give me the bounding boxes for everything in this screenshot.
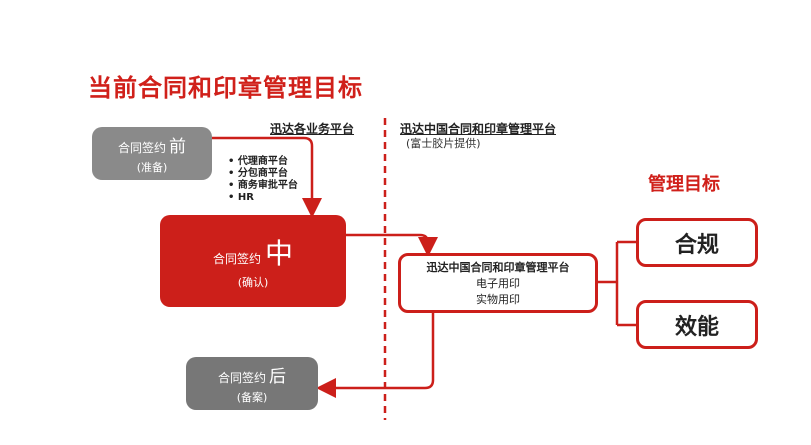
- goal-efficiency-box: 效能: [636, 300, 758, 349]
- stage-name: 前: [169, 137, 186, 157]
- stage-name: 后: [269, 367, 286, 387]
- page-title: 当前合同和印章管理目标: [88, 74, 363, 102]
- list-item: • 分包商平台: [228, 168, 288, 179]
- goal-compliance-box: 合规: [636, 218, 758, 267]
- goal-label: 效能: [674, 314, 719, 340]
- stage-note: (确认): [237, 276, 269, 289]
- stage-note: (准备): [136, 161, 168, 174]
- stage-after-box: 合同签约后 (备案): [186, 357, 318, 410]
- list-item: • 商务审批平台: [228, 180, 298, 191]
- stage-during-box: 合同签约中 (确认): [160, 215, 346, 307]
- left-header: 迅达各业务平台: [270, 122, 355, 136]
- stage-note: (备案): [236, 391, 268, 404]
- goal-label: 合规: [674, 232, 719, 258]
- arrow-platform-to-after: [316, 312, 435, 398]
- stage-name: 中: [265, 237, 294, 270]
- platform-box-title: 迅达中国合同和印章管理平台: [426, 261, 570, 274]
- stage-label: 合同签约: [212, 252, 261, 266]
- right-header-note: (富士胶片提供): [406, 137, 481, 150]
- stage-label: 合同签约: [217, 371, 266, 385]
- right-header: 迅达中国合同和印章管理平台: [400, 122, 557, 136]
- arrow-before-to-during: [212, 136, 322, 218]
- bracket-to-goals: [598, 240, 636, 327]
- goals-title: 管理目标: [648, 174, 720, 195]
- platform-box-line: 电子用印: [476, 277, 520, 290]
- platform-box-line: 实物用印: [476, 293, 520, 306]
- platform-list: • 代理商平台 • 分包商平台 • 商务审批平台 • HR: [228, 156, 298, 204]
- list-item: • HR: [228, 192, 254, 203]
- arrow-during-to-platform: [346, 233, 438, 257]
- stage-before-box: 合同签约前 (准备): [92, 127, 212, 180]
- stage-label: 合同签约: [117, 141, 166, 155]
- list-item: • 代理商平台: [228, 156, 288, 167]
- platform-box: 迅达中国合同和印章管理平台 电子用印 实物用印: [398, 253, 598, 313]
